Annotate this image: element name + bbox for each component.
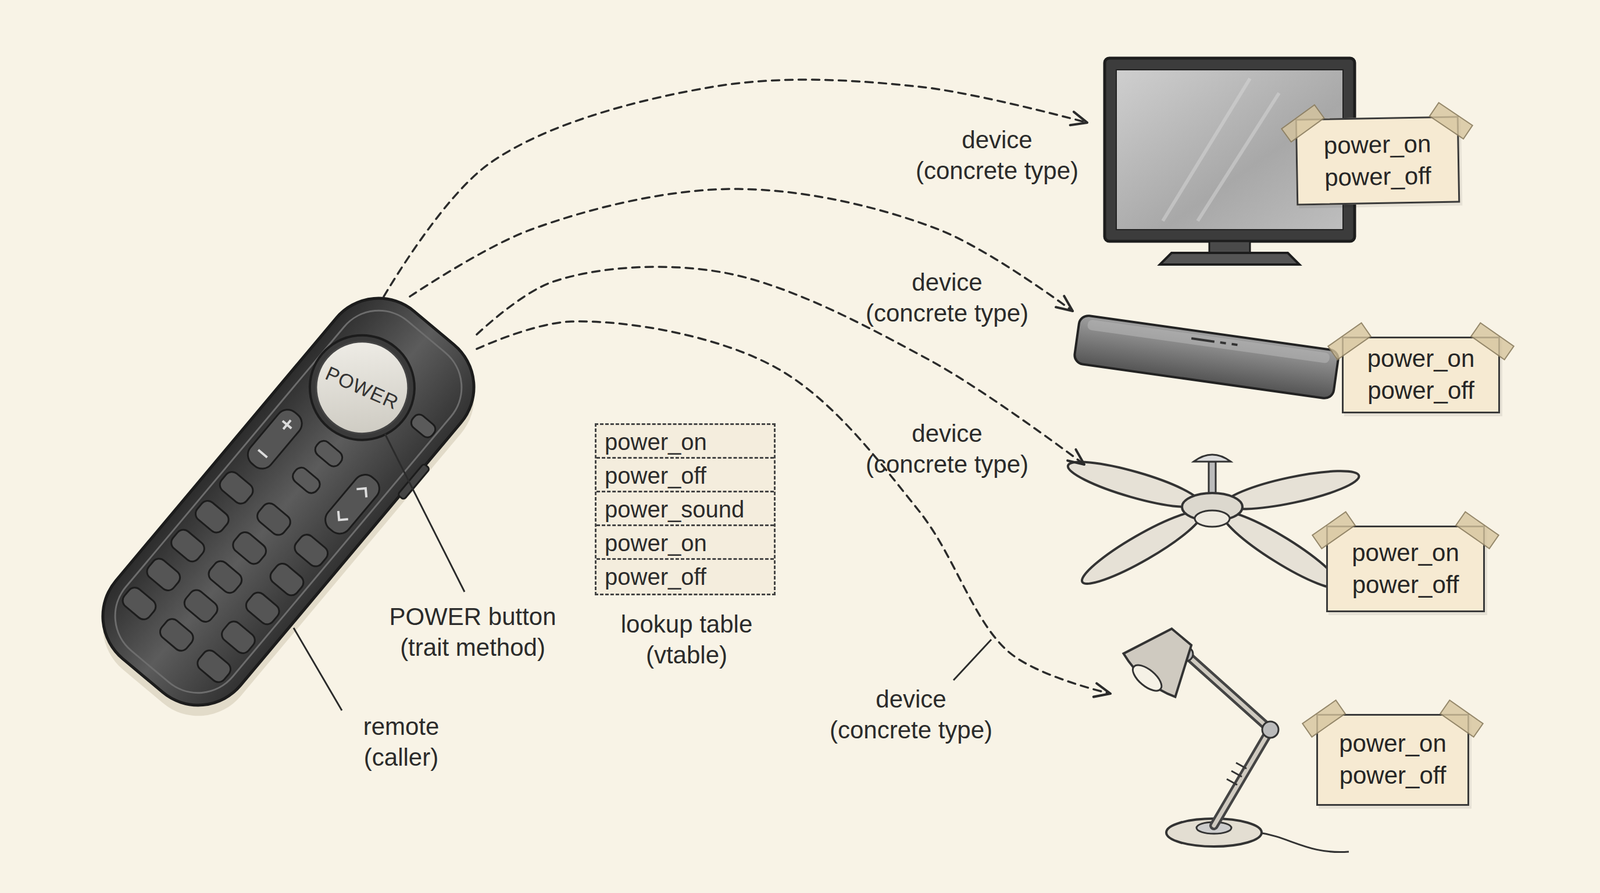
key-button — [168, 526, 207, 565]
key-button — [194, 647, 234, 685]
leader-line — [953, 639, 992, 681]
leader-line — [384, 433, 465, 592]
edge-label: device (concrete type) — [909, 125, 1085, 187]
method-name: power_off — [1339, 759, 1447, 792]
dashed-arrow — [476, 266, 1085, 465]
lamp-shade — [1119, 615, 1208, 702]
soundbar-top — [1087, 319, 1331, 364]
sticky-note: power_onpower_off — [1316, 713, 1470, 806]
dashed-arrow — [476, 321, 1111, 694]
key-button — [216, 468, 256, 507]
method-name: power_on — [1367, 343, 1475, 375]
tape-strip — [1311, 511, 1356, 550]
vtable-cell: power_off — [596, 559, 774, 594]
vtable-cell: power_sound — [596, 492, 774, 527]
keypad — [119, 468, 331, 685]
lamp-arm — [1213, 729, 1271, 826]
edge-label: device (concrete type) — [859, 267, 1035, 329]
soundbar-controls — [1191, 338, 1238, 345]
connector-group — [383, 79, 1111, 694]
vtable-cell: power_on — [596, 526, 774, 560]
tape-strip — [1470, 322, 1515, 361]
lamp-head — [1116, 615, 1208, 706]
lamp-spring — [1226, 762, 1247, 785]
method-name: power_on — [1351, 537, 1459, 570]
tape-strip — [1327, 322, 1372, 361]
key-button — [119, 584, 159, 623]
soundbar-illustration — [1073, 314, 1339, 400]
method-name: power_on — [1338, 727, 1446, 760]
table-caption: lookup table (vtable) — [611, 609, 763, 671]
volume-rocker — [243, 405, 307, 474]
power-button — [297, 322, 428, 453]
tv-neck — [1209, 241, 1250, 253]
lamp-arm — [1186, 654, 1271, 730]
method-name: power_off — [1367, 375, 1475, 407]
key-button — [267, 560, 307, 599]
remote-illustration — [75, 275, 502, 739]
screen-glare — [1162, 78, 1280, 221]
soundbar-body — [1073, 314, 1339, 400]
lamp-joint — [1262, 721, 1279, 738]
key-button — [144, 555, 184, 594]
dashed-arrow — [383, 79, 1088, 297]
plus-minus-symbol — [258, 416, 296, 457]
small-button — [312, 437, 345, 470]
sticky-note: power_onpower_off — [1295, 116, 1461, 206]
tape-strip — [1429, 101, 1474, 140]
key-button — [243, 589, 282, 628]
fan-device: power_onpower_off — [1084, 424, 1492, 623]
method-name: power_off — [1352, 569, 1460, 602]
edge-label: device (concrete type) — [859, 418, 1035, 480]
method-name: power_off — [1324, 159, 1432, 194]
fan-illustration — [1064, 453, 1362, 598]
leader-line — [293, 627, 342, 711]
tv-device: power_onpower_off — [1087, 58, 1471, 280]
callout-label: remote (caller) — [348, 711, 454, 773]
sticky-note: power_onpower_off — [1326, 525, 1485, 613]
lamp-device: power_onpower_off — [1110, 627, 1477, 855]
fan-rod — [1208, 461, 1216, 497]
channel-rocker — [320, 469, 384, 539]
key-button — [218, 618, 258, 657]
lamp-cord — [1258, 832, 1349, 853]
lamp-arm — [1213, 729, 1271, 826]
lamp-bulb — [1128, 660, 1166, 696]
key-button — [192, 497, 232, 536]
soundbar-device: power_onpower_off — [1072, 290, 1506, 431]
callout-label: POWER button (trait method) — [376, 601, 569, 663]
key-button — [205, 558, 245, 596]
tape-strip — [1280, 104, 1325, 144]
vtable-cell: power_on — [596, 425, 774, 459]
vtable-cell: power_off — [596, 458, 774, 493]
method-name: power_on — [1323, 127, 1431, 162]
vtable-box: power_onpower_offpower_soundpower_onpowe… — [594, 423, 776, 596]
button-label: POWER — [304, 352, 421, 424]
tv-stand — [1159, 252, 1300, 265]
chevron-symbol — [334, 484, 371, 525]
key-button — [254, 500, 294, 538]
key-button — [291, 531, 331, 570]
key-button — [181, 587, 221, 625]
tape-strip — [1455, 511, 1500, 550]
edge-label: device (concrete type) — [823, 684, 999, 746]
small-button — [408, 412, 438, 441]
key-button — [156, 615, 196, 654]
lamp-arm — [1186, 654, 1271, 730]
fan-cup — [1194, 510, 1230, 527]
key-button — [229, 529, 269, 567]
small-button — [290, 464, 323, 496]
sticky-note: power_onpower_off — [1341, 336, 1500, 414]
power-button-ring — [288, 313, 437, 462]
fan-canopy — [1193, 454, 1231, 462]
lamp-illustration — [1116, 615, 1349, 852]
